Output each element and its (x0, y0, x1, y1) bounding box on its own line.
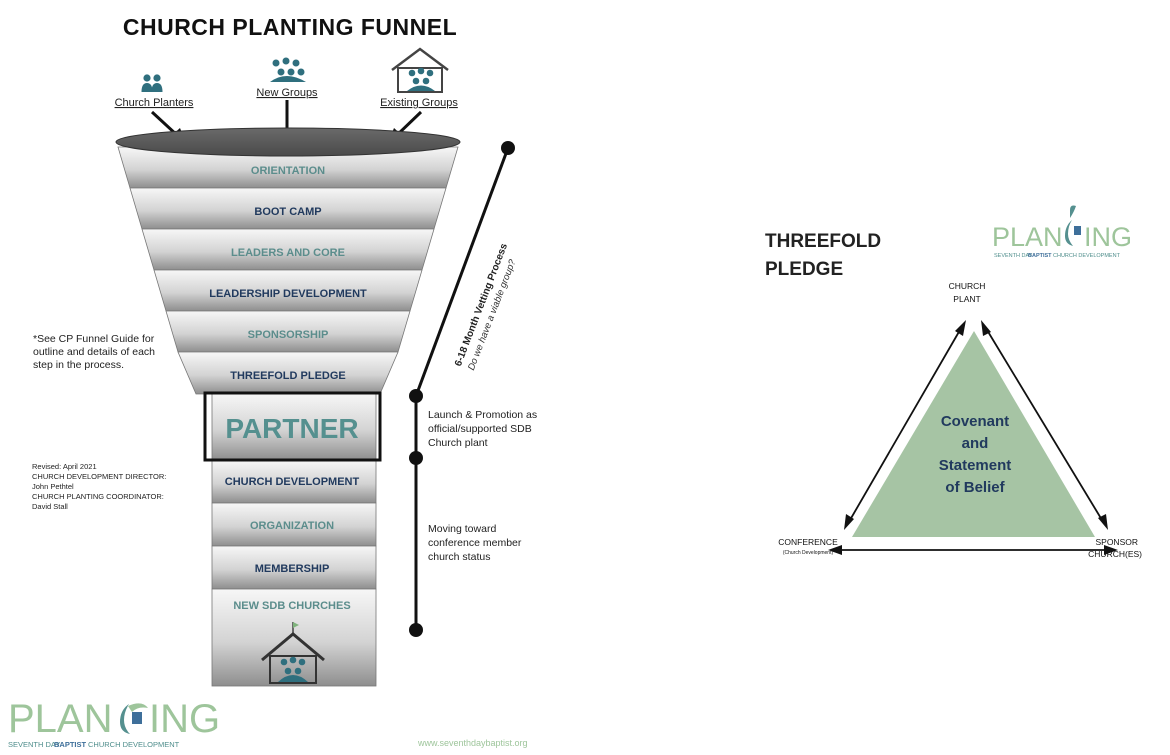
logo-tagline-b: BAPTIST (1028, 253, 1052, 259)
input-label-new-groups: New Groups (256, 87, 318, 99)
revision-line: John Pethtel (32, 482, 74, 491)
logo-leaf-icon (1065, 220, 1073, 246)
sponsor-label: SPONSOR (1095, 537, 1138, 547)
logo-tagline-c: CHURCH DEVELOPMENT (1053, 253, 1121, 259)
stage-threefold-pledge: THREEFOLD PLEDGE (230, 370, 346, 382)
funnel-rim (115, 127, 461, 157)
funnel-bands (117, 146, 459, 395)
logo-book-icon (1074, 226, 1081, 235)
revision-info: Revised: April 2021 CHURCH DEVELOPMENT D… (32, 462, 202, 512)
logo-tagline-b: BAPTIST (54, 740, 87, 749)
stage-orientation: ORIENTATION (251, 165, 325, 177)
stage-church-development: CHURCH DEVELOPMENT (225, 476, 360, 488)
pledge-center-line: of Belief (945, 479, 1005, 496)
pledge-arrows (828, 320, 1118, 555)
input-label-existing-groups: Existing Groups (380, 97, 458, 109)
church-plant-label: CHURCH (949, 281, 986, 291)
church-planters-icon (141, 74, 163, 92)
logo-leaf-icon (120, 704, 130, 734)
logo-text-left: PLAN (8, 697, 113, 741)
stage-sponsorship: SPONSORSHIP (248, 329, 329, 341)
stage-leaders-and-core: LEADERS AND CORE (231, 247, 345, 259)
stem-bands (211, 393, 377, 687)
pledge-title-line: PLEDGE (765, 259, 844, 280)
funnel-title: CHURCH PLANTING FUNNEL (122, 14, 458, 40)
planting-logo-graphic: PLAN ING SEVENTH DAY BAPTIST CHURCH DEVE… (8, 697, 220, 749)
stage-leadership-development: LEADERSHIP DEVELOPMENT (209, 288, 367, 300)
funnel-diagram: Church Planters New Groups Existing Grou… (115, 47, 515, 687)
stage-organization: ORGANIZATION (250, 520, 334, 532)
logo-text-right: ING (149, 697, 220, 741)
stage-partner: PARTNER (225, 413, 358, 444)
funnel-guide-note: *See CP Funnel Guide for outline and det… (33, 333, 156, 371)
pledge-center-line: and (962, 435, 989, 452)
pledge-diagram: CHURCH PLANT CONFERENCE (Church Developm… (778, 281, 1142, 559)
timeline (409, 141, 515, 637)
website-text: www.seventhdaybaptist.org (418, 738, 528, 748)
revision-line: Revised: April 2021 (32, 462, 97, 471)
planting-logo-top-graphic: PLAN ING SEVENTH DAY BAPTIST CHURCH DEVE… (992, 205, 1132, 259)
partner-box (203, 391, 382, 462)
pledge-triangle (852, 331, 1095, 537)
moving-toward-note: Moving toward conference member church s… (428, 523, 522, 563)
conference-sublabel: (Church Development) (783, 550, 834, 556)
pledge-title: THREEFOLD PLEDGE (765, 228, 881, 284)
logo-leaf-top-icon (1070, 205, 1076, 218)
sponsor-label: CHURCH(ES) (1088, 549, 1142, 559)
conference-label: CONFERENCE (778, 537, 838, 547)
stage-membership: MEMBERSHIP (255, 563, 330, 575)
revision-line: CHURCH DEVELOPMENT DIRECTOR: (32, 472, 167, 481)
logo-tagline-a: SEVENTH DAY (994, 253, 1033, 259)
existing-groups-icon (391, 47, 449, 93)
pledge-title-line: THREEFOLD (765, 231, 882, 252)
logo-tagline-a: SEVENTH DAY (8, 740, 60, 749)
logo-tagline-c: CHURCH DEVELOPMENT (88, 740, 180, 749)
planting-logo-bottom: PLAN ING SEVENTH DAY BAPTIST CHURCH DEVE… (8, 692, 238, 750)
planting-logo-top: PLAN ING SEVENTH DAY BAPTIST CHURCH DEVE… (990, 200, 1140, 262)
logo-leaf-top-icon (128, 703, 148, 712)
logo-book-icon (132, 712, 142, 724)
new-groups-icon (270, 57, 306, 82)
logo-text-right: ING (1084, 222, 1132, 252)
launch-promotion-note: Launch & Promotion as official/supported… (428, 409, 538, 449)
pledge-center-line: Covenant (941, 413, 1009, 430)
logo-text-left: PLAN (992, 222, 1063, 252)
revision-line: CHURCH PLANTING COORDINATOR: (32, 492, 164, 501)
stage-new-sdb-churches: NEW SDB CHURCHES (233, 600, 350, 612)
pledge-center-line: Statement (939, 457, 1012, 474)
church-plant-label: PLANT (953, 294, 980, 304)
church-house-icon (261, 622, 325, 684)
input-label-church-planters: Church Planters (115, 97, 194, 109)
revision-line: David Stall (32, 502, 68, 511)
stage-boot-camp: BOOT CAMP (254, 206, 321, 218)
